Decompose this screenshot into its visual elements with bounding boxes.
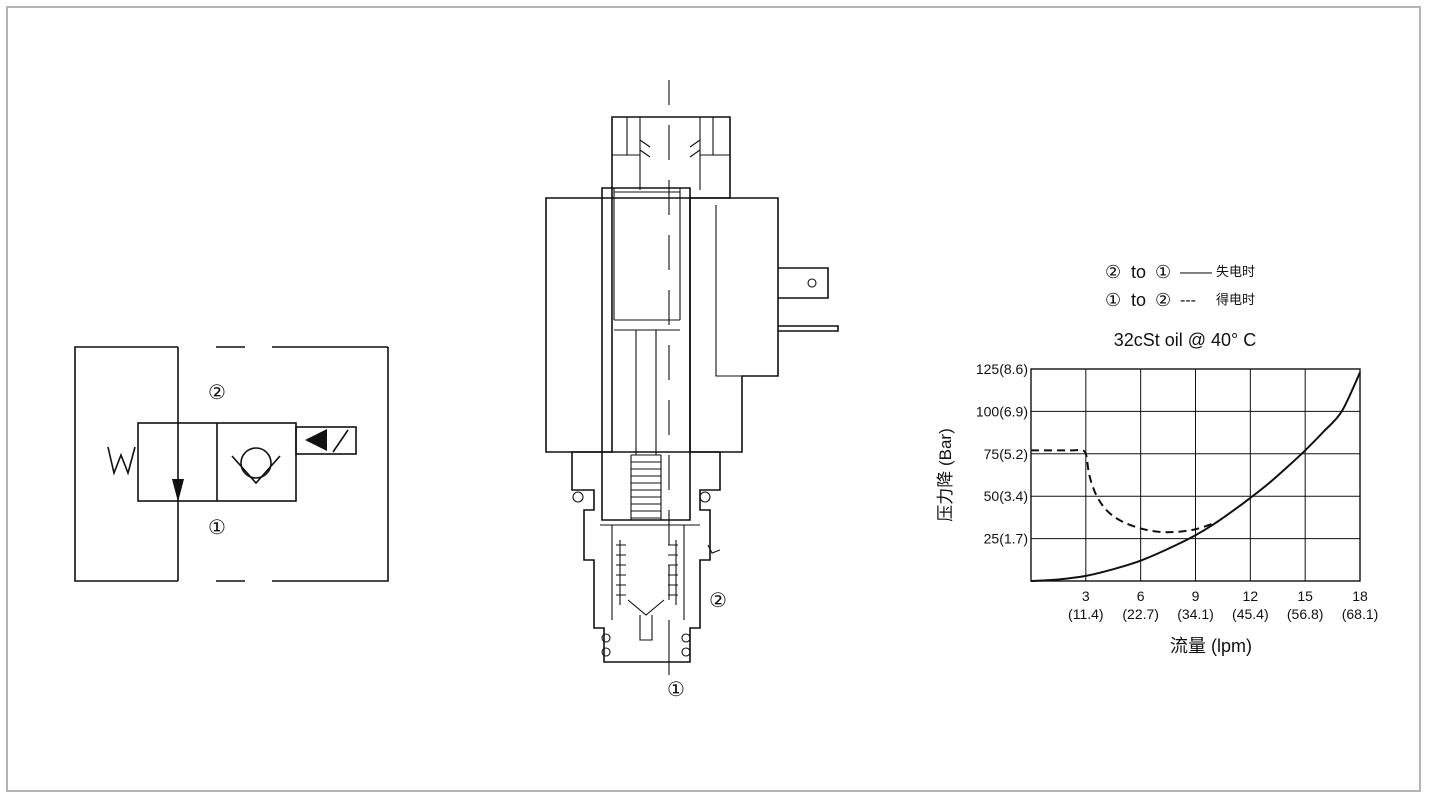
x-tick-sublabel: (68.1) — [1342, 606, 1379, 622]
check-valve-icon — [231, 447, 281, 485]
y-tick-label: 125(8.6) — [976, 361, 1028, 377]
x-axis-ticks: 3 (11.4) 6 (22.7) 9 (34.1) 12 (45.4) 15 (56.8) 18 (… — [1068, 588, 1378, 622]
x-tick-sublabel: (11.4) — [1068, 606, 1104, 622]
legend-2-name: 得电时 — [1216, 292, 1255, 307]
y-tick-label: 50(3.4) — [984, 488, 1028, 504]
electrical-terminal — [778, 267, 839, 332]
legend-2-to: to — [1131, 290, 1146, 310]
legend-1-port: ① — [1155, 262, 1171, 282]
chart-legend: ② to ① —— 失电时 ① to ② --- 得电时 — [1105, 262, 1255, 310]
symbol-port-2-label: ② — [208, 382, 226, 404]
legend-2-port: ② — [1155, 290, 1171, 310]
y-tick-label: 25(1.7) — [984, 531, 1028, 547]
armature-tube — [601, 187, 691, 521]
x-tick-label: 12 — [1243, 588, 1259, 604]
x-tick-label: 15 — [1297, 588, 1313, 604]
x-tick-sublabel: (34.1) — [1177, 606, 1214, 622]
lower-spring — [616, 544, 678, 596]
figure-frame — [6, 6, 1421, 792]
valve-cartridge — [571, 451, 721, 663]
chart-series — [1030, 371, 1361, 582]
symbol-port-1-label: ① — [208, 517, 226, 539]
cutaway-port-2-label: ② — [709, 590, 727, 612]
x-axis-label: 流量 (lpm) — [1170, 636, 1252, 656]
legend-1-style: —— — [1180, 264, 1212, 281]
chart-subtitle: 32cSt oil @ 40° C — [1114, 330, 1257, 350]
y-tick-label: 100(6.9) — [976, 403, 1028, 419]
spring-icon — [107, 446, 136, 476]
legend-1-to: to — [1131, 262, 1146, 282]
cutaway-port-1-label: ① — [667, 679, 685, 701]
x-tick-label: 6 — [1137, 588, 1145, 604]
x-tick-label: 3 — [1082, 588, 1090, 604]
x-tick-label: 18 — [1352, 588, 1368, 604]
x-tick-sublabel: (22.7) — [1122, 606, 1159, 622]
x-tick-sublabel: (45.4) — [1232, 606, 1269, 622]
legend-1-from: ② — [1105, 262, 1121, 282]
y-axis-label: 压力降 (Bar) — [936, 428, 955, 522]
valve-body — [137, 422, 297, 502]
inner-spring — [630, 454, 662, 520]
x-tick-label: 9 — [1192, 588, 1200, 604]
y-tick-label: 75(5.2) — [984, 446, 1028, 462]
y-axis-ticks: 25(1.7) 50(3.4) 75(5.2) 100(6.9) 125(8.6) — [976, 361, 1028, 547]
series-line-1 — [1030, 371, 1361, 582]
x-tick-sublabel: (56.8) — [1287, 606, 1324, 622]
series-line-2 — [1031, 449, 1215, 534]
legend-2-from: ① — [1105, 290, 1121, 310]
symbol-enclosure — [74, 346, 389, 582]
solenoid-icon — [295, 426, 357, 455]
flow-arrow — [172, 479, 184, 502]
legend-1-name: 失电时 — [1216, 264, 1255, 279]
legend-2-style: --- — [1180, 292, 1196, 309]
chart-grid — [1030, 368, 1361, 582]
